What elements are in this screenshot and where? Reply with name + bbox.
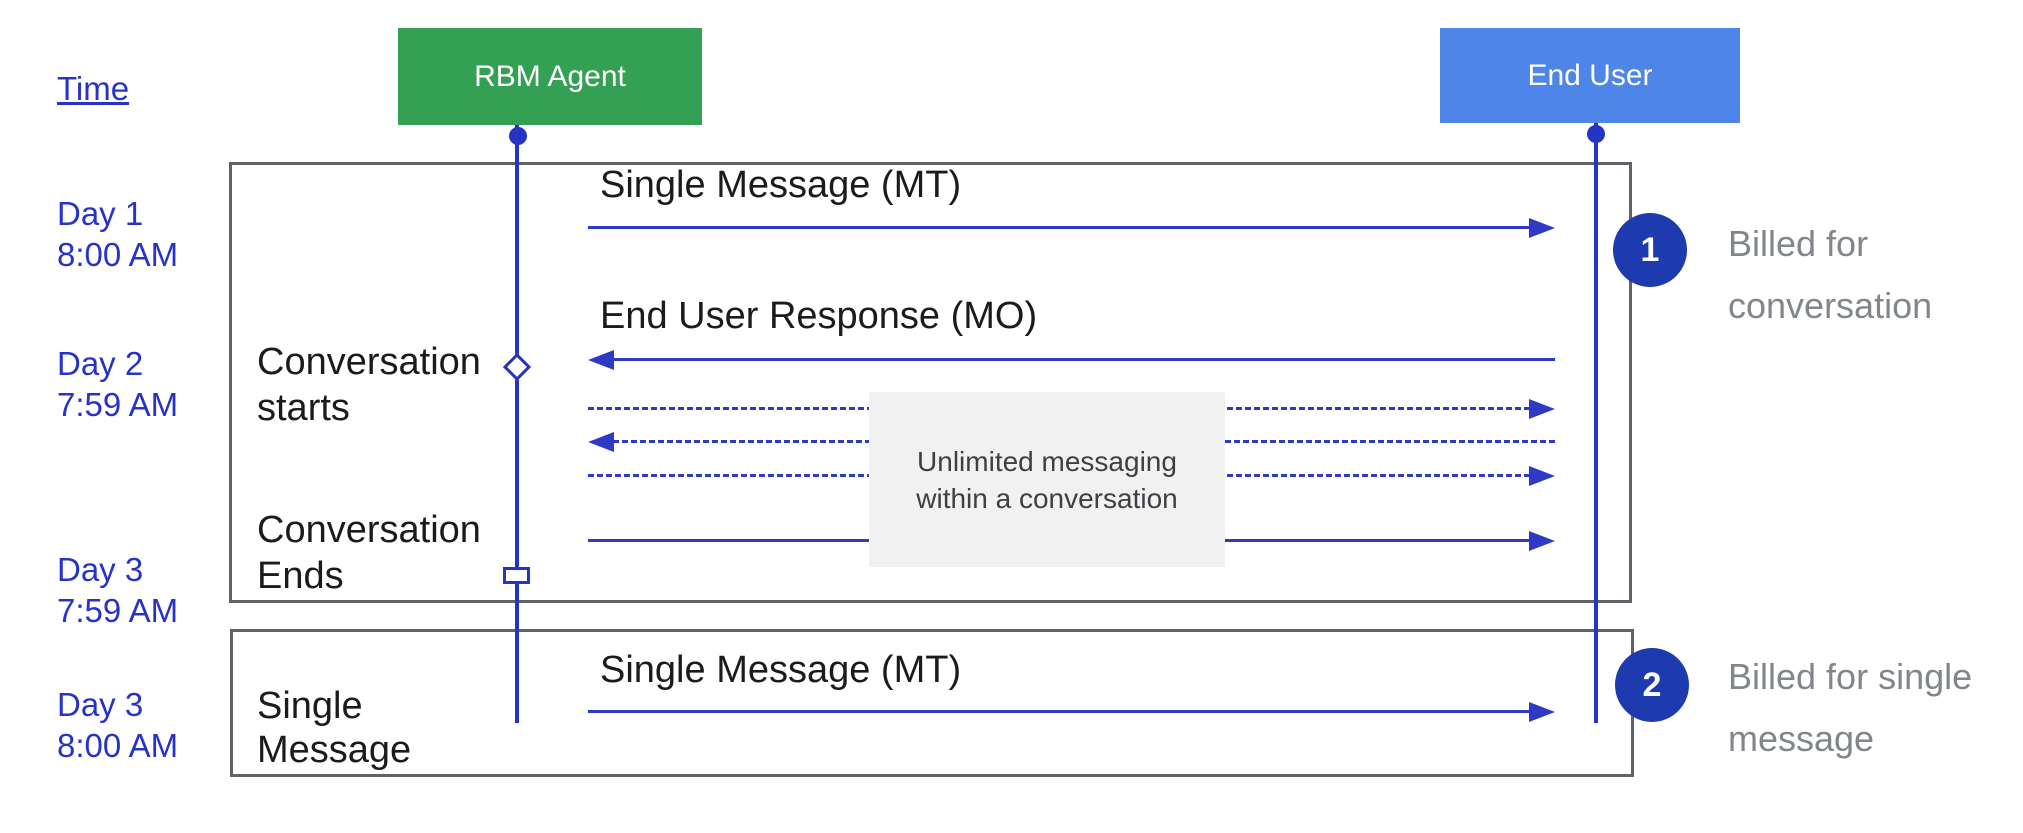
billing-step-2-number: 2 xyxy=(1642,665,1662,704)
timeline-time: 8:00 AM xyxy=(57,727,179,764)
timeline-day: Day 3 xyxy=(57,551,144,588)
arrow-shaft xyxy=(604,358,1555,361)
conversation-ends-line1: Conversation xyxy=(257,509,481,551)
billing-note-2-line2: message xyxy=(1728,718,1875,759)
mt-message-label-2: Single Message (MT) xyxy=(600,649,962,691)
single-message-note: Single Message xyxy=(257,684,411,772)
single-mt-message-arrow xyxy=(588,702,1555,722)
billing-step-2-badge: 2 xyxy=(1615,648,1689,722)
timeline-day: Day 3 xyxy=(57,686,144,723)
arrow-shaft xyxy=(588,226,1539,229)
arrowhead-right-icon xyxy=(1529,466,1555,486)
conversation-starts-note: Conversation starts xyxy=(257,339,481,431)
timeline-label-day1: Day 1 8:00 AM xyxy=(57,193,237,275)
billing-note-1-line2: conversation xyxy=(1728,285,1933,326)
billing-step-1-number: 1 xyxy=(1640,230,1660,269)
arrowhead-left-icon xyxy=(588,350,614,370)
unlimited-messaging-info-box: Unlimited messaging within a conversatio… xyxy=(869,392,1225,567)
timeline-time: 7:59 AM xyxy=(57,386,179,423)
conversation-starts-line2: starts xyxy=(257,387,350,429)
billing-note-1-line1: Billed for xyxy=(1728,223,1869,264)
timeline-label-day3-single: Day 3 8:00 AM xyxy=(57,684,237,766)
end-user-actor-box: End User xyxy=(1440,28,1740,123)
conversation-starts-line1: Conversation xyxy=(257,341,481,383)
timeline-time: 8:00 AM xyxy=(57,236,179,273)
timeline-day: Day 2 xyxy=(57,345,144,382)
rbm-agent-label: RBM Agent xyxy=(474,59,626,93)
billing-step-1-badge: 1 xyxy=(1613,213,1687,287)
arrowhead-right-icon xyxy=(1529,531,1555,551)
conversation-ends-line2: Ends xyxy=(257,555,344,597)
end-user-label: End User xyxy=(1527,58,1653,92)
conversation-ends-note: Conversation Ends xyxy=(257,507,481,599)
single-message-line1: Single xyxy=(257,685,363,727)
timeline-time: 7:59 AM xyxy=(57,592,179,629)
arrow-shaft xyxy=(588,710,1539,713)
agent-lifeline xyxy=(515,125,519,723)
mt-message-label: Single Message (MT) xyxy=(600,164,962,206)
billing-note-single-message: Billed for single message xyxy=(1728,646,1972,770)
arrowhead-right-icon xyxy=(1529,702,1555,722)
end-user-lifeline-dot-icon xyxy=(1587,125,1605,143)
conversation-billing-frame xyxy=(229,162,1632,603)
info-box-line2: within a conversation xyxy=(916,482,1178,514)
timeline-label-day3-end: Day 3 7:59 AM xyxy=(57,549,237,631)
arrowhead-right-icon xyxy=(1529,218,1555,238)
single-message-line2: Message xyxy=(257,729,412,771)
billing-note-2-line1: Billed for single xyxy=(1728,656,1973,697)
mo-message-label: End User Response (MO) xyxy=(600,295,1038,337)
timeline-day: Day 1 xyxy=(57,195,144,232)
info-box-line1: Unlimited messaging xyxy=(917,445,1177,477)
mo-response-arrow xyxy=(588,350,1555,370)
agent-lifeline-dot-icon xyxy=(509,127,527,145)
time-column-header: Time xyxy=(57,70,130,107)
arrowhead-left-icon xyxy=(588,432,614,452)
arrowhead-right-icon xyxy=(1529,399,1555,419)
end-user-lifeline xyxy=(1594,123,1598,723)
rbm-agent-actor-box: RBM Agent xyxy=(398,28,702,125)
mt-message-arrow xyxy=(588,218,1555,238)
timeline-label-day2: Day 2 7:59 AM xyxy=(57,343,237,425)
billing-note-conversation: Billed for conversation xyxy=(1728,213,1932,337)
conversation-end-square-icon xyxy=(503,567,530,584)
